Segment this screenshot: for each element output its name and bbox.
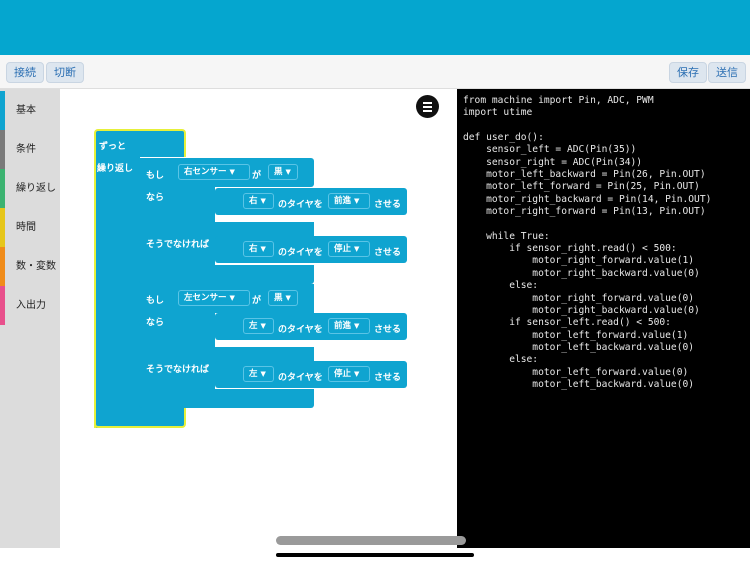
ga-label: が: [252, 171, 262, 181]
category-time[interactable]: 時間: [0, 208, 60, 247]
save-button[interactable]: 保存: [669, 62, 707, 83]
home-indicator[interactable]: [276, 553, 474, 557]
category-label: 繰り返し: [16, 183, 56, 194]
tire-label: のタイヤを: [278, 373, 323, 383]
category-loop[interactable]: 繰り返し: [0, 169, 60, 208]
block-workspace[interactable]: ずっと 繰り返し もし 右センサー▼ が 黒▼ なら そうでなければ 右▼ のタ…: [60, 89, 457, 548]
sensor-dropdown[interactable]: 左センサー▼: [178, 290, 250, 306]
app-header-bar: [0, 0, 750, 55]
wheel-dropdown[interactable]: 左▼: [243, 366, 274, 382]
action-dropdown[interactable]: 停止▼: [328, 241, 370, 257]
category-color-bar: [0, 208, 5, 247]
wheel-dropdown[interactable]: 左▼: [243, 318, 274, 334]
do-label: させる: [374, 248, 402, 258]
if-label: もし: [146, 171, 165, 181]
category-io[interactable]: 入出力: [0, 286, 60, 325]
category-color-bar: [0, 286, 5, 325]
send-button[interactable]: 送信: [708, 62, 746, 83]
else-label: そうでなければ: [146, 240, 210, 250]
repeat-label: 繰り返し: [97, 164, 134, 174]
tire-label: のタイヤを: [278, 325, 323, 335]
block-category-sidebar: 基本 条件 繰り返し 時間 数・変数 入出力: [0, 89, 60, 548]
then-label: なら: [146, 193, 165, 203]
category-label: 時間: [16, 222, 36, 233]
action-dropdown[interactable]: 停止▼: [328, 366, 370, 382]
category-color-bar: [0, 169, 5, 208]
wheel-dropdown[interactable]: 右▼: [243, 193, 274, 209]
category-number-variable[interactable]: 数・変数: [0, 247, 60, 286]
if-label: もし: [146, 296, 165, 306]
action-dropdown[interactable]: 前進▼: [328, 318, 370, 334]
category-basic[interactable]: 基本: [0, 91, 60, 130]
else-label: そうでなければ: [146, 365, 210, 375]
connect-button[interactable]: 接続: [6, 62, 44, 83]
category-color-bar: [0, 247, 5, 286]
tire-label: のタイヤを: [278, 248, 323, 258]
do-label: させる: [374, 325, 402, 335]
color-dropdown[interactable]: 黒▼: [268, 164, 298, 180]
action-dropdown[interactable]: 前進▼: [328, 193, 370, 209]
category-label: 条件: [16, 144, 36, 155]
tire-label: のタイヤを: [278, 200, 323, 210]
category-label: 数・変数: [16, 261, 56, 272]
code-text: from machine import Pin, ADC, PWM import…: [463, 95, 712, 390]
category-color-bar: [0, 130, 5, 169]
wheel-dropdown[interactable]: 右▼: [243, 241, 274, 257]
ga-label: が: [252, 296, 262, 306]
do-label: させる: [374, 200, 402, 210]
forever-label: ずっと: [99, 142, 127, 152]
category-label: 基本: [16, 105, 36, 116]
toolbar: 接続 切断 保存 送信: [0, 55, 750, 89]
category-label: 入出力: [16, 300, 46, 311]
then-label: なら: [146, 318, 165, 328]
generated-code-panel: from machine import Pin, ADC, PWM import…: [457, 89, 750, 548]
do-label: させる: [374, 373, 402, 383]
category-color-bar: [0, 91, 5, 130]
sensor-dropdown[interactable]: 右センサー▼: [178, 164, 250, 180]
menu-icon[interactable]: [416, 95, 439, 118]
workspace-horizontal-scrollbar[interactable]: [276, 536, 466, 545]
color-dropdown[interactable]: 黒▼: [268, 290, 298, 306]
category-condition[interactable]: 条件: [0, 130, 60, 169]
disconnect-button[interactable]: 切断: [46, 62, 84, 83]
